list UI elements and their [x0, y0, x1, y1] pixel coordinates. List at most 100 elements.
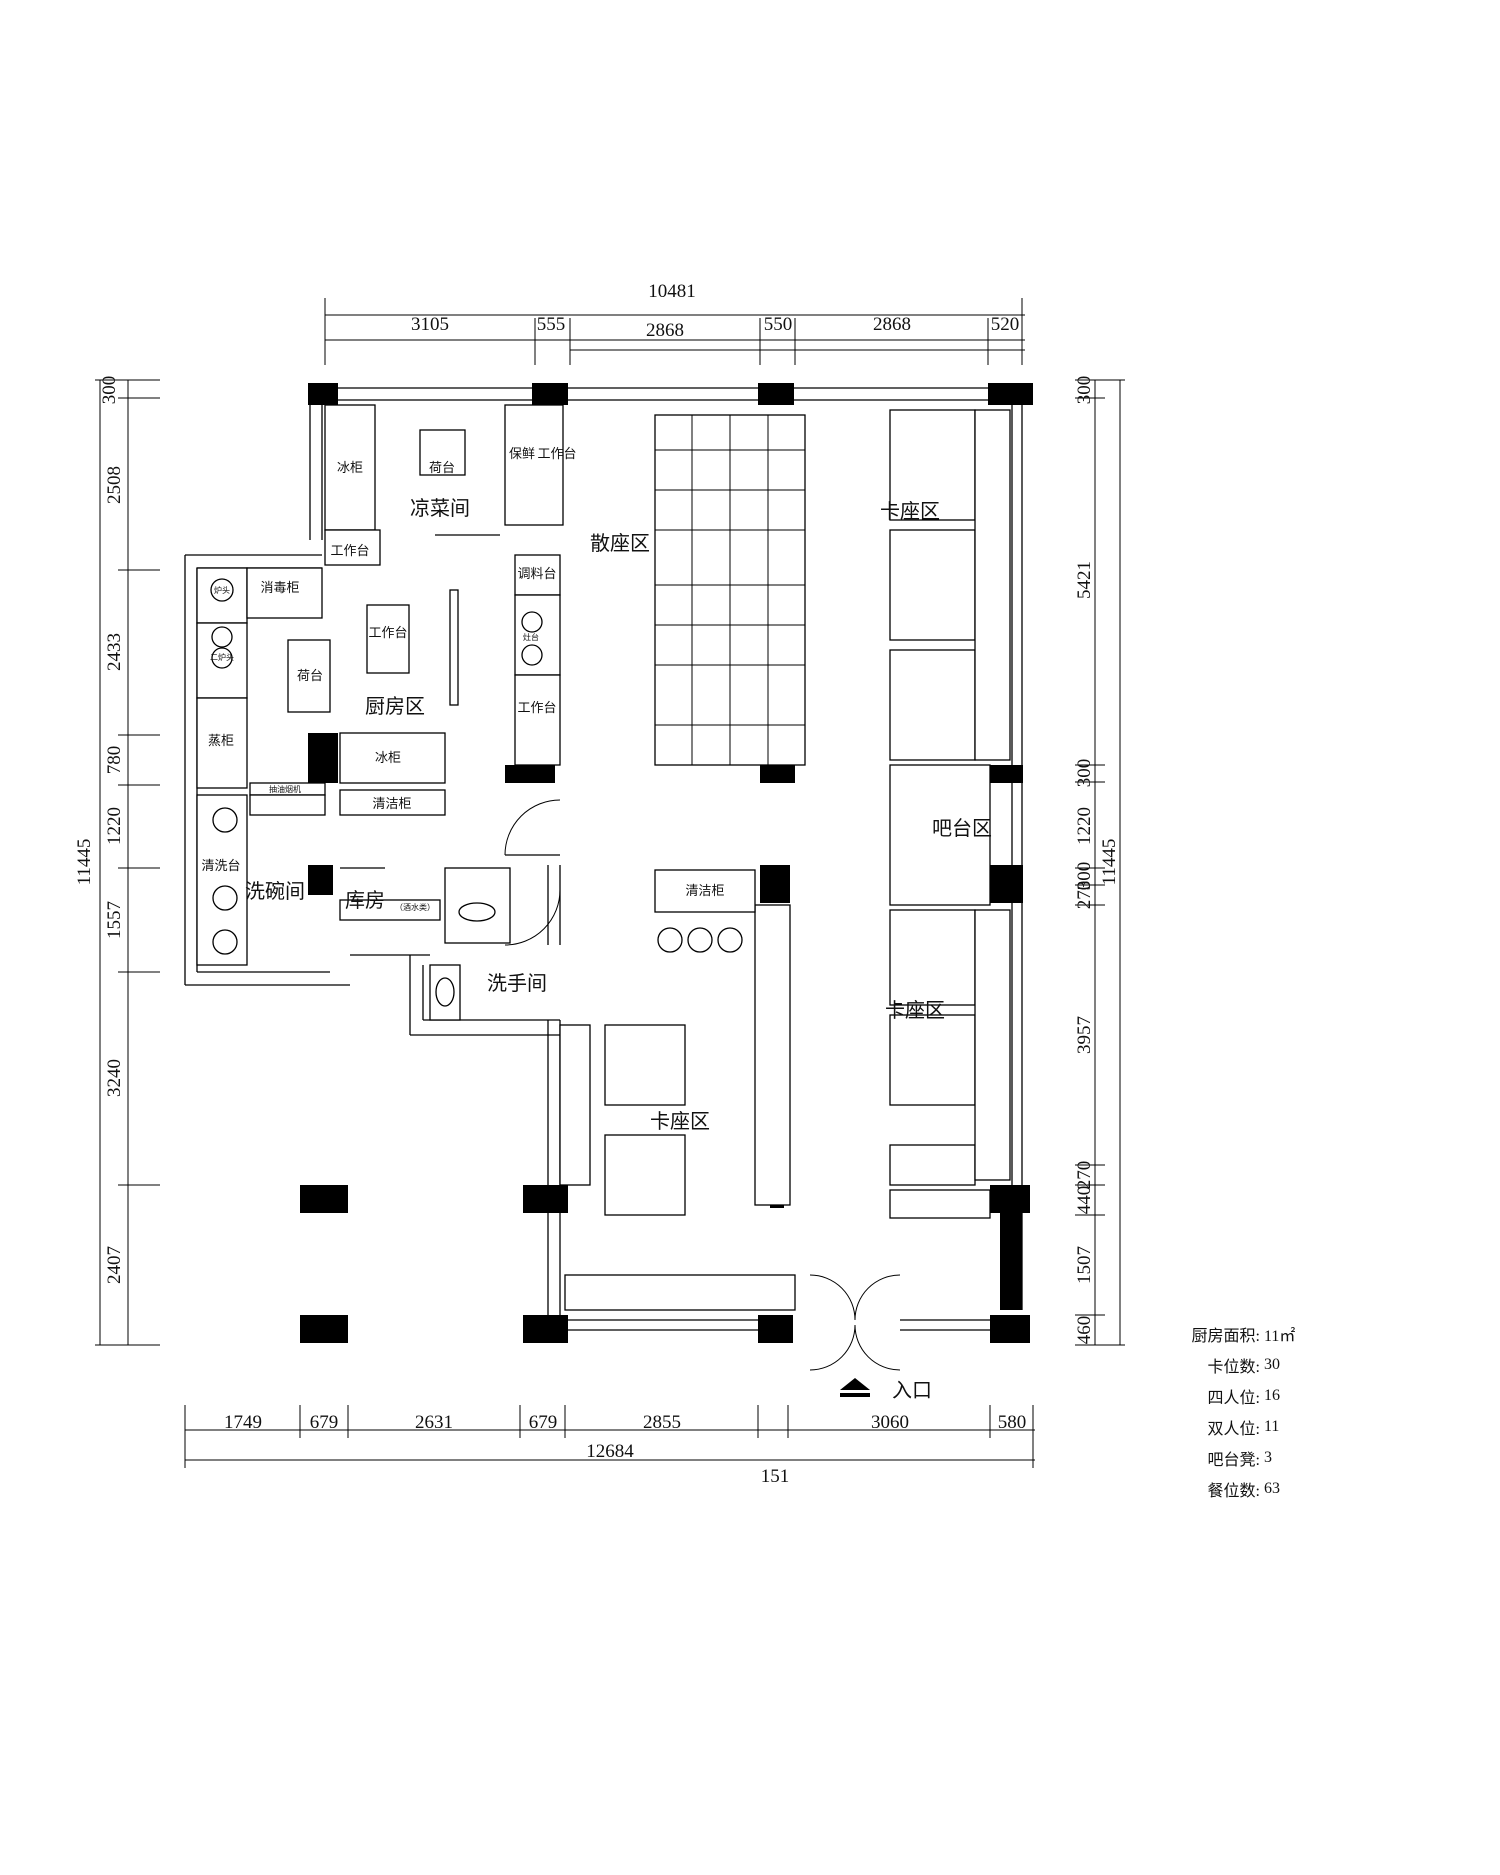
dim-top-6: 520	[991, 314, 1020, 335]
fix-stove-c: 灶台	[523, 632, 539, 642]
stat-kitchen-area: 厨房面积: 11㎡	[1170, 1318, 1310, 1349]
walls	[184, 387, 1025, 1331]
stat-label: 吧台凳:	[1207, 1451, 1260, 1469]
dim-bottom-2: 679	[310, 1412, 339, 1433]
dim-right-total: 11445	[1099, 839, 1120, 886]
dim-bottom-extra: 151	[761, 1466, 790, 1487]
dim-bottom-5: 2855	[643, 1412, 681, 1433]
stat-bar-stools: 吧台凳: 3	[1170, 1442, 1310, 1473]
dim-bottom-7: 580	[998, 1412, 1027, 1433]
dim-top-4: 550	[764, 314, 793, 335]
fix-stove-b: 二炉头	[210, 652, 234, 662]
dim-top-total: 10481	[648, 281, 696, 302]
stat-label: 厨房面积:	[1191, 1327, 1260, 1345]
dim-right-8: 270	[1074, 1161, 1095, 1190]
entrance-door[interactable]	[809, 1274, 901, 1397]
fix-stove-a: 炉头	[214, 585, 230, 595]
dim-top-1: 3105	[411, 314, 449, 335]
stat-label: 双人位:	[1207, 1420, 1260, 1438]
columns	[300, 383, 1033, 1343]
fix-warm-keep: 保鲜	[509, 447, 535, 462]
stat-value: 11㎡	[1264, 1327, 1296, 1345]
stat-value: 63	[1264, 1479, 1280, 1497]
dimensions-left: 300 2508 2433 780 1220 1557 3240 2407 11…	[74, 376, 160, 1346]
fix-workbench-3: 工作台	[368, 626, 407, 641]
fix-range-hood: 抽油烟机	[269, 784, 301, 794]
dim-bottom-total: 12684	[586, 1441, 634, 1462]
dim-left-3: 2433	[104, 633, 125, 671]
stat-value: 16	[1264, 1386, 1280, 1404]
stat-label: 餐位数:	[1207, 1482, 1260, 1500]
dim-top-3: 2868	[646, 320, 684, 341]
dining-hall-tables	[654, 414, 806, 766]
kitchen-fixtures	[196, 404, 564, 1021]
dim-right-9: 440	[1074, 1186, 1095, 1215]
room-booth-top: 卡座区	[880, 499, 940, 523]
dimensions-right: 300 5421 300 1220 300 270 3957 270 440 1…	[1074, 376, 1125, 1346]
dim-right-11: 460	[1074, 1316, 1095, 1345]
room-bar: 吧台区	[932, 816, 992, 840]
bar-counter	[889, 764, 991, 906]
stat-value: 3	[1264, 1448, 1272, 1466]
fix-storage-note: （酒水类）	[395, 902, 435, 912]
dim-right-5: 300	[1074, 862, 1095, 891]
dim-left-1: 300	[99, 376, 120, 405]
stat-two-person: 双人位: 11	[1170, 1411, 1310, 1442]
room-dishwash: 洗碗间	[245, 879, 305, 903]
fix-workbench-top: 工作台	[537, 447, 576, 462]
dim-bottom-3: 2631	[415, 1412, 453, 1433]
dim-right-1: 300	[1074, 376, 1095, 405]
dim-right-2: 5421	[1074, 561, 1095, 599]
room-dining-hall: 散座区	[590, 531, 650, 555]
fix-workbench-4: 荷台	[297, 669, 323, 684]
dim-left-6: 1557	[104, 901, 125, 939]
dim-left-7: 3240	[104, 1059, 125, 1097]
dim-left-5: 1220	[104, 807, 125, 845]
seating-statistics: 厨房面积: 11㎡ 卡位数: 30 四人位: 16 双人位: 11 吧台凳: 3…	[1170, 1318, 1310, 1504]
dim-right-3: 300	[1074, 759, 1095, 788]
stat-label: 卡位数:	[1207, 1358, 1260, 1376]
dim-right-7: 3957	[1074, 1016, 1095, 1054]
room-labels: 凉菜间 厨房区 洗碗间 库房 洗手间 散座区 卡座区 吧台区 卡座区 卡座区 入…	[245, 496, 992, 1402]
booth-low	[559, 869, 796, 1311]
stat-booth-seats: 卡位数: 30	[1170, 1349, 1310, 1380]
room-booth-mid: 卡座区	[885, 998, 945, 1022]
stat-value: 30	[1264, 1355, 1280, 1373]
stat-label: 四人位:	[1207, 1389, 1260, 1407]
room-washroom: 洗手间	[487, 971, 547, 995]
dimensions-top: 10481 3105 555 2868 550 2868 520	[324, 281, 1025, 365]
fix-wash-table: 清洗台	[201, 859, 240, 874]
dim-right-4: 1220	[1074, 807, 1095, 845]
fix-clean-cab: 清洁柜	[372, 797, 411, 812]
booth-top	[889, 409, 1011, 761]
dim-bottom-6: 3060	[871, 1412, 909, 1433]
fix-steam-cab: 蒸柜	[208, 734, 234, 749]
room-booth-low: 卡座区	[650, 1109, 710, 1133]
room-kitchen: 厨房区	[365, 694, 425, 718]
room-storage: 库房	[345, 888, 385, 912]
stat-four-person: 四人位: 16	[1170, 1380, 1310, 1411]
booth-mid	[889, 909, 1011, 1219]
stat-value: 11	[1264, 1417, 1280, 1435]
dim-left-2: 2508	[104, 466, 125, 504]
dim-left-total: 11445	[74, 839, 95, 886]
room-entrance: 入口	[892, 1378, 932, 1402]
dimensions-bottom: 1749 679 2631 679 2855 3060 580 12684 15…	[184, 1405, 1035, 1487]
fix-workbench-2: 工作台	[330, 544, 369, 559]
dim-right-10: 1507	[1074, 1246, 1095, 1284]
fix-workbench-5: 工作台	[517, 701, 556, 716]
room-cold-dish: 凉菜间	[410, 496, 470, 520]
dim-bottom-1: 1749	[224, 1412, 262, 1433]
dim-right-6: 270	[1074, 881, 1095, 910]
dim-bottom-4: 679	[529, 1412, 558, 1433]
dim-left-8: 2407	[104, 1246, 125, 1284]
fix-fridge-1: 冰柜	[337, 461, 363, 476]
stat-total-seats: 餐位数: 63	[1170, 1473, 1310, 1504]
fix-disinfect: 消毒柜	[260, 581, 299, 596]
fix-clean-cab-2: 清洁柜	[685, 884, 724, 899]
fix-seasoning: 调料台	[517, 567, 556, 582]
fix-fridge-2: 冰柜	[375, 751, 401, 766]
dim-top-5: 2868	[873, 314, 911, 335]
fixture-labels: 冰柜 荷台 保鲜 工作台 工作台 消毒柜 炉头 二炉头 蒸柜 工作台 荷台 调料…	[201, 447, 724, 912]
